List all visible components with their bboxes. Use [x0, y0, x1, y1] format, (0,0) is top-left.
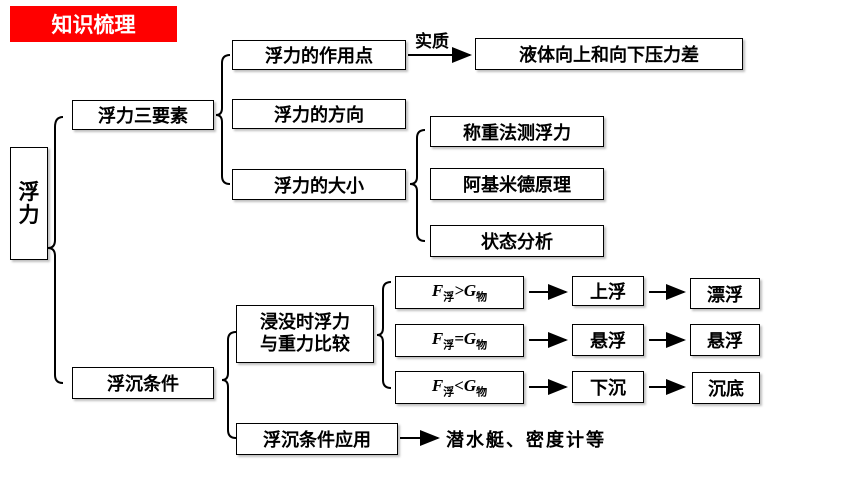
pressure-difference-node: 液体向上和向下压力差	[475, 38, 743, 70]
root-char-1: 浮	[18, 180, 40, 205]
state-suspended-node: 悬浮	[572, 324, 644, 356]
state-analysis-node: 状态分析	[430, 225, 604, 257]
compare-line-2: 与重力比较	[260, 334, 350, 355]
state-rising-node: 上浮	[572, 276, 644, 306]
archimedes-node: 阿基米德原理	[430, 168, 604, 200]
condition-equal-formula: F浮=G物	[395, 324, 524, 357]
direction-node: 浮力的方向	[232, 99, 406, 129]
point-of-action-node: 浮力的作用点	[232, 40, 406, 70]
sink-float-conditions-node: 浮沉条件	[72, 367, 214, 399]
three-elements-node: 浮力三要素	[72, 100, 214, 130]
root-char-2: 力	[18, 202, 40, 227]
application-node: 浮沉条件应用	[236, 423, 398, 455]
operator-less: <	[454, 375, 464, 395]
state-sinking-node: 下沉	[572, 371, 644, 403]
compare-buoyancy-gravity-node: 浸没时浮力 与重力比较	[236, 305, 374, 363]
weighing-method-node: 称重法测浮力	[430, 116, 604, 147]
state-bottom-node: 沉底	[692, 372, 760, 404]
essence-label: 实质	[415, 32, 449, 52]
state-suspended-final-node: 悬浮	[690, 324, 760, 356]
application-examples: 潜水艇、密度计等	[446, 430, 606, 451]
operator-greater: >	[454, 280, 464, 300]
compare-line-1: 浸没时浮力	[260, 312, 350, 334]
magnitude-node: 浮力的大小	[232, 169, 406, 200]
condition-greater-formula: F浮>G物	[395, 276, 524, 309]
state-floating-node: 漂浮	[690, 278, 760, 309]
root-node-buoyancy: 浮 力	[10, 147, 48, 260]
section-title: 知识梳理	[10, 6, 177, 42]
operator-equal: =	[454, 328, 464, 348]
condition-less-formula: F浮<G物	[395, 371, 524, 404]
